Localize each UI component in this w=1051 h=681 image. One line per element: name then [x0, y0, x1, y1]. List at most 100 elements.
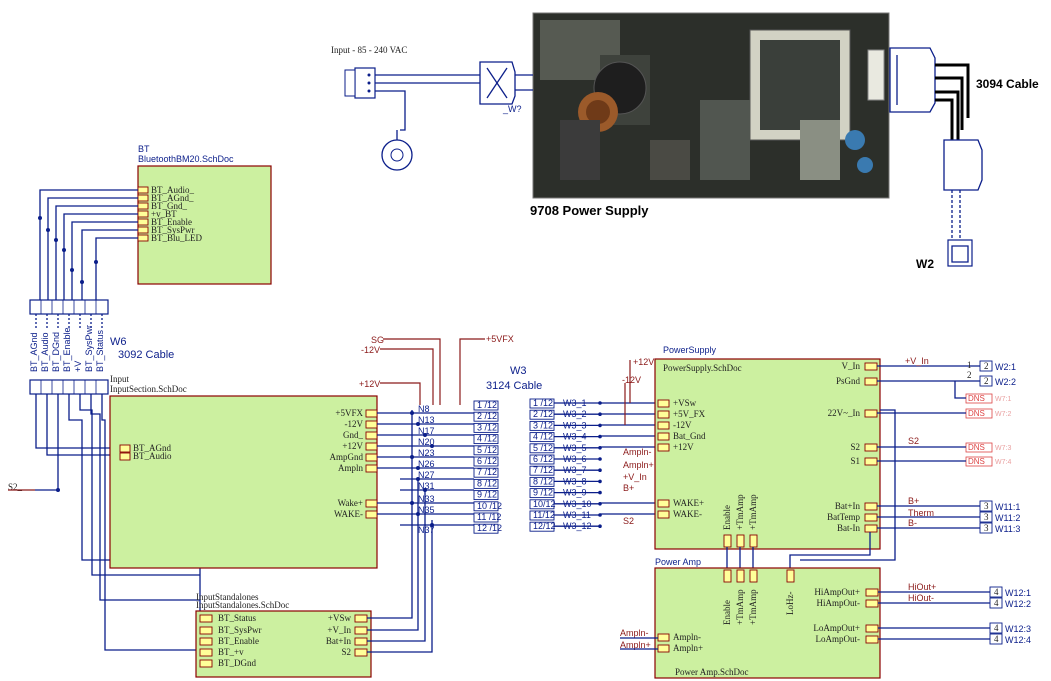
ps-port-12v: +12V: [673, 442, 694, 452]
w3-left-pin-label: 12 /12: [477, 523, 502, 533]
amp-designator: Power Amp: [655, 557, 701, 567]
standalones-sheet-block[interactable]: [195, 610, 372, 678]
w3-net-labels: W3_1W3_2W3_3W3_4W3_5W3_6W3_7W3_8W3_9W3_1…: [554, 398, 602, 531]
w3-right-pin-label: 3 /12: [533, 420, 553, 430]
w3-right-pin-label: 5 /12: [533, 443, 553, 453]
out-w111: W11:1: [995, 502, 1020, 512]
bt-sheet-block[interactable]: [137, 165, 272, 285]
w3-red-vin: +V_In: [623, 472, 647, 482]
ac-wires: [375, 74, 480, 131]
amp-label-ampin-minus: Ampln-: [620, 628, 649, 638]
w3-left-pin-label: 8 /12: [477, 478, 497, 488]
out-bplus: B+: [908, 496, 919, 506]
net-sg: SG: [371, 335, 384, 345]
w3-left-pin-box: [473, 422, 499, 433]
standalones-designator: InputStandalones: [196, 592, 259, 602]
input-port-ampgnd: AmpGnd: [330, 452, 364, 462]
amp-port-hiout-plus: HiAmpOut+: [814, 587, 860, 597]
ac-input-connector: [354, 67, 376, 99]
svg-text:N31: N31: [418, 481, 435, 491]
w3-left-pin-label: 11 /12: [477, 512, 501, 522]
ps-port-batgnd: Bat_Gnd: [673, 431, 706, 441]
net-12vneg: -12V: [361, 345, 380, 355]
ps-port-battemp: BatTemp: [827, 512, 860, 522]
vin-wires: [877, 365, 980, 382]
input-right-ports: [365, 409, 378, 519]
w3-label: W3: [510, 365, 527, 377]
svg-text:N27: N27: [418, 470, 435, 480]
out-w124: W12:4: [1005, 635, 1031, 645]
ac-input-plug: [344, 69, 356, 97]
input-designator: Input: [110, 374, 129, 384]
bt-designator: BT: [138, 144, 150, 154]
standalones-file: InputStandalones.SchDoc: [196, 600, 289, 610]
svg-text:N17: N17: [418, 426, 435, 436]
bt-ports: [137, 186, 149, 242]
svg-text:N26: N26: [418, 459, 435, 469]
amp-top-ports: [723, 569, 795, 583]
out-w123: W12:3: [1005, 624, 1031, 634]
dns-w74: W7:4: [995, 459, 1011, 466]
sa-port-status: BT_Status: [218, 613, 257, 623]
svg-text:BT_Enable: BT_Enable: [62, 327, 72, 372]
w3-cable-label: 3124 Cable: [486, 380, 542, 392]
input-port-wake-plus: Wake+: [338, 498, 363, 508]
ps-right-ports: [864, 362, 878, 533]
standalones-left-ports: [199, 614, 213, 668]
w3-left-pin-box: [473, 467, 499, 478]
ps-top-rails: [624, 360, 631, 425]
svg-text:BT_DGnd: BT_DGnd: [51, 332, 61, 372]
w3-junction: [598, 468, 602, 473]
out-bminus: B-: [908, 518, 917, 528]
w3-right-pin-label: 10/12: [533, 499, 556, 509]
svg-text:BT_AGnd: BT_AGnd: [29, 332, 39, 372]
w3-left-pin-box: [473, 400, 499, 411]
amp-top-tmamp1: +TmAmp: [735, 589, 745, 625]
w3-left-pin-label: 3 /12: [477, 422, 497, 432]
w6-cable-label: 3092 Cable: [118, 349, 174, 361]
svg-text:N20: N20: [418, 437, 435, 447]
poweramp-sheet-block[interactable]: [654, 567, 881, 679]
dns-4: DNS: [968, 457, 985, 466]
w3-red-ampin-minus: Ampln-: [623, 447, 652, 457]
ps-to-amp-wires: [726, 409, 896, 570]
w3-left-pin-box: [473, 501, 499, 512]
w3-right-pin-label: 12/12: [533, 521, 556, 531]
sa-port-enable: BT_Enable: [218, 636, 259, 646]
sa-port-syspwr: BT_SysPwr: [218, 625, 262, 635]
ps-bottom-tmamp1: +TmAmp: [735, 494, 745, 530]
input-file: InputSection.SchDoc: [110, 384, 187, 394]
ps-bottom-tmamp2: +TmAmp: [748, 494, 758, 530]
w3-right-pin-label: 9 /12: [533, 488, 553, 498]
bt-port-gnd: BT_Gnd_: [151, 201, 188, 211]
ps-port-s2: S2: [850, 442, 860, 452]
top-net-wires: [380, 338, 485, 405]
net-5vfx: +5VFX: [486, 334, 514, 344]
amp-port-ampin-plus: Ampln+: [673, 643, 703, 653]
out-w121: W12:1: [1005, 588, 1031, 598]
out-hiout-plus: HiOut+: [908, 582, 936, 592]
input-sheet-block[interactable]: [109, 395, 378, 569]
svg-text:4: 4: [994, 623, 999, 633]
amp-file: Power Amp.SchDoc: [675, 667, 749, 677]
amp-top-lohz: LoHz-: [785, 592, 795, 616]
w3-right-pin-label: 8 /12: [533, 476, 553, 486]
dns-1: DNS: [968, 394, 985, 403]
amp-output-wires: [878, 591, 990, 640]
svg-text:BT_SysPwr: BT_SysPwr: [84, 325, 94, 372]
svg-text:3: 3: [984, 512, 989, 522]
w2-label: W2: [916, 257, 934, 271]
out-vin-label: +V_In: [905, 356, 929, 366]
input-port-wake-minus: WAKE-: [334, 509, 363, 519]
w3-left-pin-label: 2 /12: [477, 411, 497, 421]
w6-label: W6: [110, 336, 127, 348]
ac-input-label: Input - 85 - 240 VAC: [331, 45, 407, 55]
out-w112: W11:2: [995, 513, 1020, 523]
ps-port-22v: 22V~_In: [828, 408, 861, 418]
powersupply-sheet-block[interactable]: [654, 358, 881, 550]
w3-red-ampin-plus: Ampln+: [623, 460, 654, 470]
input-port-12vneg: -12V: [345, 419, 364, 429]
out-w22: W2:2: [995, 377, 1016, 387]
input-port-gnd: Gnd_: [343, 430, 363, 440]
